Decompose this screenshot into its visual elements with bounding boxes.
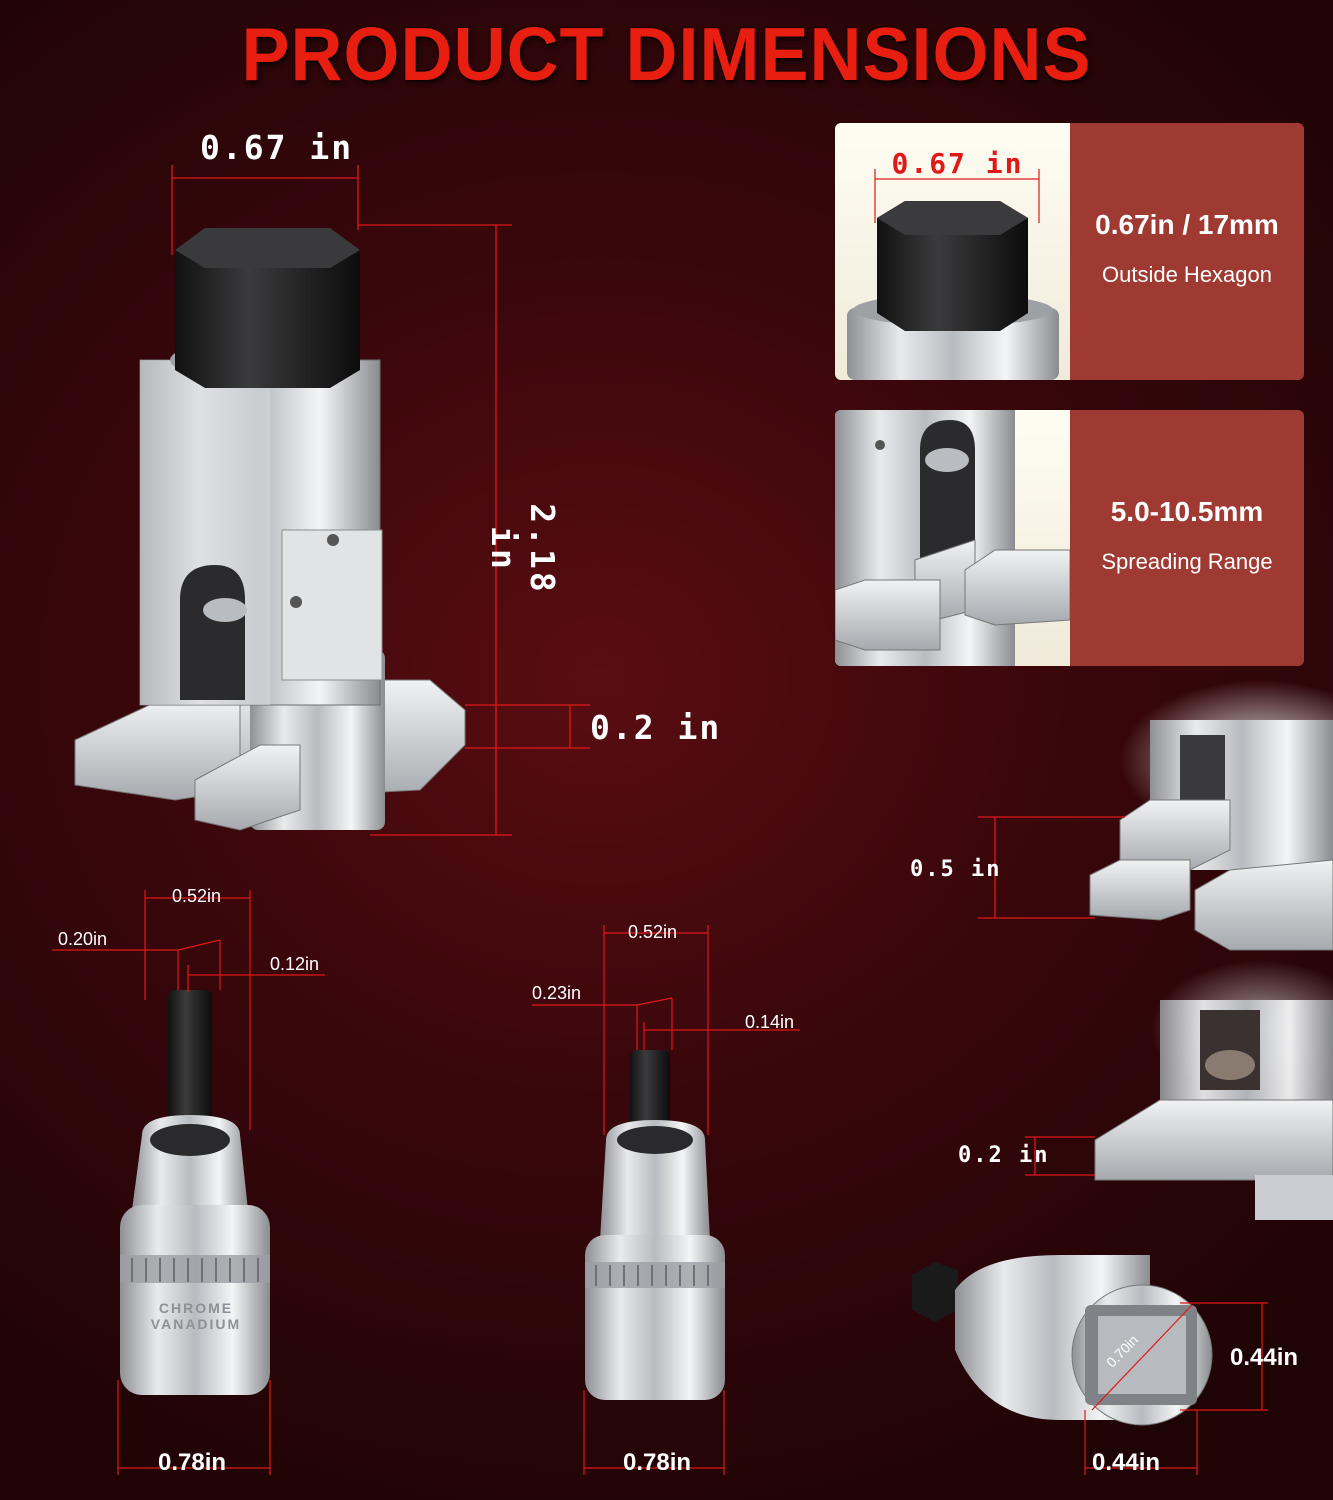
square-drive-dimension-lines: [1084, 1302, 1268, 1475]
jaw-dimension-lines: [978, 816, 1125, 1176]
socket-small-marking: CHROME VANADIUM: [150, 1300, 242, 1332]
socket-large-dimension-lines: [532, 925, 800, 1475]
jaw-height-label: 0.5 in: [910, 857, 1002, 882]
socket-large-body-width: 0.78in: [623, 1449, 692, 1476]
socket-small-dimension-lines: [52, 890, 325, 1475]
main-tool-illustration: [74, 228, 466, 831]
spreading-inset-photo: [835, 410, 1070, 666]
spreading-spec-card: 5.0-10.5mm Spreading Range: [835, 410, 1304, 666]
socket-small-top-width: 0.52in: [172, 886, 222, 906]
hexagon-inset-label: 0.67 in: [891, 147, 1024, 180]
page-title: PRODUCT DIMENSIONS: [241, 13, 1092, 98]
square-drive-illustration: [912, 1255, 1213, 1426]
spreading-spec-panel: 5.0-10.5mm Spreading Range: [1070, 410, 1304, 666]
socket-large-illustration: [585, 1050, 725, 1400]
main-height-label: 2.18 in: [484, 503, 562, 595]
hexagon-inset-photo: 0.67 in: [835, 123, 1070, 380]
hexagon-spec-value: 0.67in / 17mm: [1095, 209, 1279, 240]
socket-large-across-flats: 0.14in: [745, 1012, 795, 1032]
jaw-plate-label: 0.2 in: [958, 1143, 1050, 1168]
socket-small-body-width: 0.78in: [158, 1449, 227, 1476]
spreading-spec-desc: Spreading Range: [1101, 549, 1273, 574]
socket-small-illustration: [120, 990, 270, 1395]
hexagon-spec-panel: 0.67in / 17mm Outside Hexagon: [1070, 123, 1304, 380]
square-side-vertical-label: 0.44in: [1230, 1344, 1299, 1371]
main-plate-label: 0.2 in: [590, 708, 722, 747]
jaw-detail-illustration: [1089, 680, 1333, 1220]
hexagon-spec-desc: Outside Hexagon: [1102, 262, 1272, 287]
socket-large-top-width: 0.52in: [628, 922, 678, 942]
socket-small-across-corners: 0.20in: [58, 929, 108, 949]
main-tool-dimension-lines: [171, 165, 590, 836]
hexagon-spec-card: 0.67 in 0.67in / 17mm Outside Hexagon: [835, 123, 1304, 380]
socket-large-across-corners: 0.23in: [532, 983, 582, 1003]
square-side-horizontal-label: 0.44in: [1092, 1449, 1161, 1476]
socket-small-across-flats: 0.12in: [270, 954, 320, 974]
spreading-spec-value: 5.0-10.5mm: [1110, 496, 1264, 527]
main-width-label: 0.67 in: [200, 128, 354, 167]
